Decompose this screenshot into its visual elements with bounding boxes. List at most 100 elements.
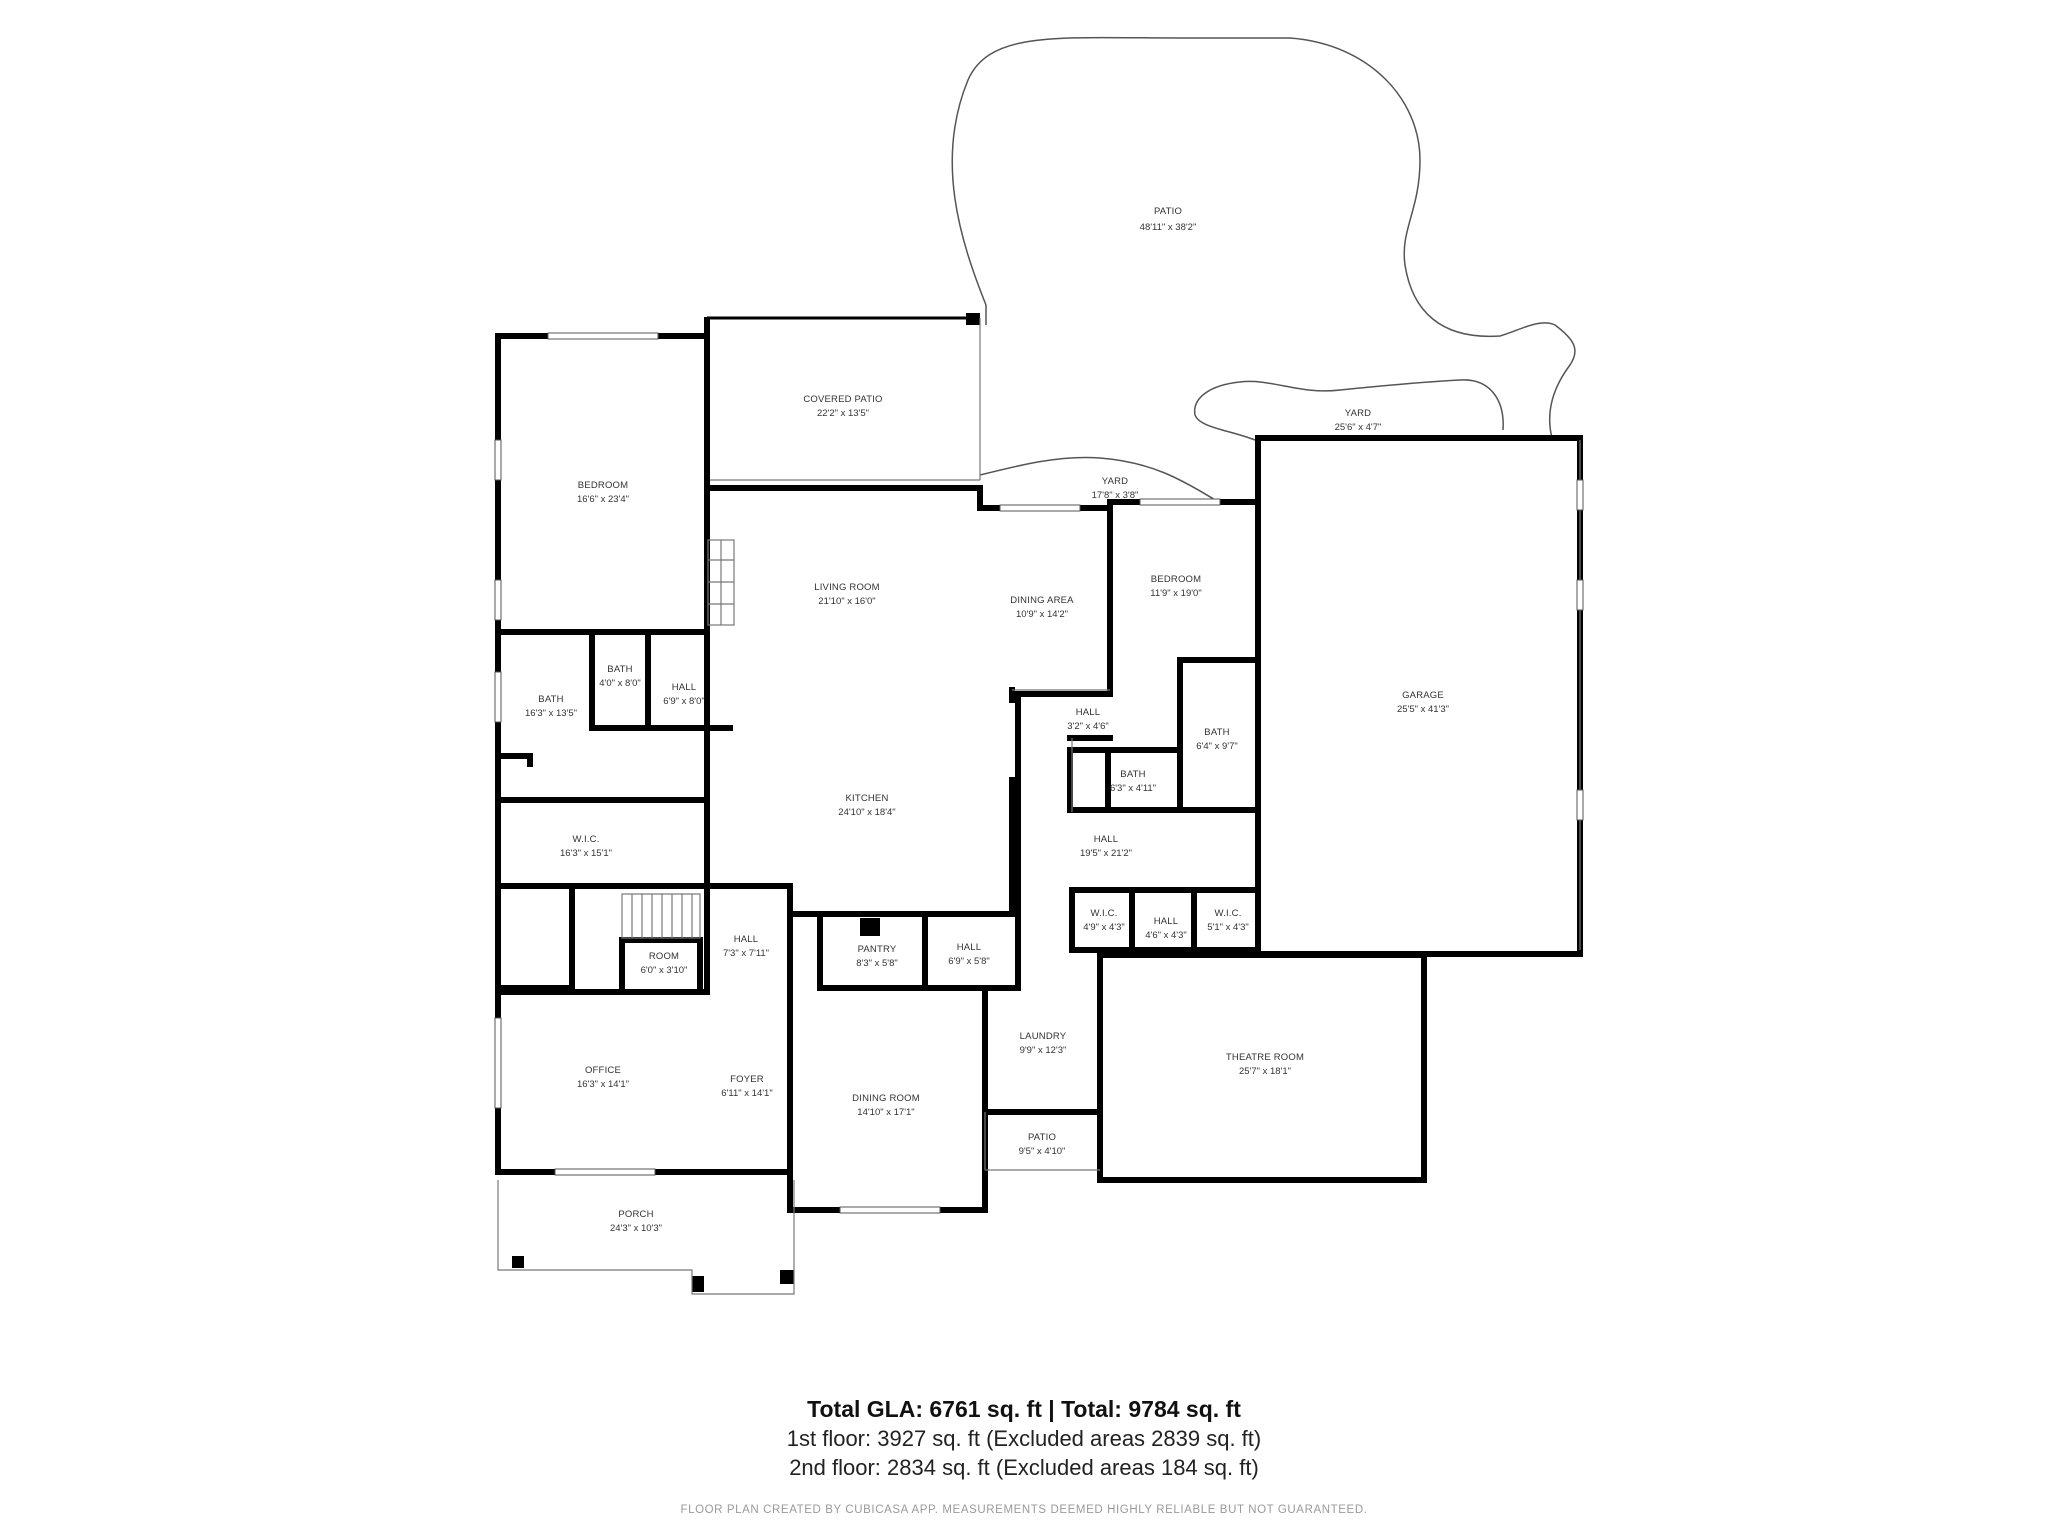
- room-label-bath-d: BATH 6'3" x 4'11": [1110, 769, 1156, 794]
- svg-text:6'3" x 4'11": 6'3" x 4'11": [1110, 783, 1156, 794]
- svg-text:ROOM: ROOM: [649, 951, 679, 962]
- svg-text:BATH: BATH: [1204, 727, 1229, 738]
- room-label-office: OFFICE 16'3" x 14'1": [577, 1065, 629, 1090]
- svg-text:11'9" x 19'0": 11'9" x 19'0": [1150, 588, 1201, 599]
- room-label-wic-b: W.I.C. 4'9" x 4'3": [1083, 908, 1125, 933]
- svg-text:BATH: BATH: [538, 694, 563, 705]
- room-label-covered-patio: COVERED PATIO 22'2" x 13'5": [803, 394, 882, 419]
- room-labels: PATIO 48'11" x 38'2" COVERED PATIO 22'2" x…: [525, 206, 1449, 1234]
- room-label-wic-a: W.I.C. 16'3" x 15'1": [560, 834, 612, 859]
- svg-text:W.I.C.: W.I.C.: [572, 834, 599, 845]
- room-label-hall-a: HALL 6'9" x 8'0": [663, 682, 705, 707]
- svg-text:25'6" x 4'7": 25'6" x 4'7": [1335, 422, 1382, 433]
- svg-text:HALL: HALL: [672, 682, 697, 693]
- svg-text:GARAGE: GARAGE: [1402, 690, 1444, 701]
- room-label-hall-d: HALL 4'6" x 4'3": [1145, 916, 1187, 941]
- yard-b-outline: [979, 456, 1221, 504]
- room-label-bath-b: BATH 4'0" x 8'0": [599, 664, 641, 689]
- room-label-hall-b: HALL 3'2" x 4'6": [1067, 707, 1109, 732]
- area-summary: Total GLA: 6761 sq. ft | Total: 9784 sq.…: [0, 1395, 2048, 1525]
- svg-text:HALL: HALL: [734, 934, 759, 945]
- fireplace: [707, 539, 735, 626]
- svg-text:3'2" x 4'6": 3'2" x 4'6": [1067, 721, 1109, 732]
- svg-text:10'9" x 14'2": 10'9" x 14'2": [1016, 609, 1068, 620]
- svg-text:BATH: BATH: [607, 664, 632, 675]
- svg-text:W.I.C.: W.I.C.: [1090, 908, 1117, 919]
- svg-text:16'3" x 14'1": 16'3" x 14'1": [577, 1079, 629, 1090]
- svg-text:KITCHEN: KITCHEN: [845, 793, 888, 804]
- room-label-patio-large: PATIO 48'11" x 38'2": [1140, 206, 1197, 233]
- room-label-bath-c: BATH 6'4" x 9'7": [1196, 727, 1238, 752]
- yard-a-outline: [1194, 379, 1504, 441]
- svg-text:HALL: HALL: [1154, 916, 1179, 927]
- svg-text:4'9" x 4'3": 4'9" x 4'3": [1083, 922, 1125, 933]
- first-floor-area: 1st floor: 3927 sq. ft (Excluded areas 2…: [786, 1426, 1262, 1451]
- svg-text:DINING ROOM: DINING ROOM: [852, 1093, 920, 1104]
- room-label-bath-a: BATH 16'3" x 13'5": [525, 694, 577, 719]
- svg-text:HALL: HALL: [1094, 834, 1119, 845]
- room-label-porch: PORCH 24'3" x 10'3": [610, 1209, 662, 1234]
- svg-text:25'5" x 41'3": 25'5" x 41'3": [1397, 704, 1449, 715]
- svg-text:6'9" x 5'8": 6'9" x 5'8": [948, 956, 990, 967]
- svg-text:PATIO: PATIO: [1154, 206, 1182, 217]
- room-label-hall-c: HALL 19'5" x 21'2": [1080, 834, 1132, 859]
- svg-text:YARD: YARD: [1345, 408, 1372, 419]
- room-label-hall-e: HALL 7'3" x 7'11": [723, 934, 769, 959]
- svg-text:THEATRE ROOM: THEATRE ROOM: [1226, 1052, 1304, 1063]
- svg-text:48'11" x 38'2": 48'11" x 38'2": [1140, 222, 1197, 233]
- light-lines: [497, 440, 1581, 1295]
- svg-text:16'6" x 23'4": 16'6" x 23'4": [577, 494, 629, 505]
- patio-outline: [951, 36, 1576, 439]
- svg-text:DINING AREA: DINING AREA: [1010, 595, 1074, 606]
- svg-text:BEDROOM: BEDROOM: [578, 480, 629, 491]
- svg-text:14'10" x 17'1": 14'10" x 17'1": [857, 1107, 914, 1118]
- svg-text:19'5" x 21'2": 19'5" x 21'2": [1080, 848, 1132, 859]
- svg-text:6'4" x 9'7": 6'4" x 9'7": [1196, 741, 1238, 752]
- room-label-yard-a: YARD 25'6" x 4'7": [1335, 408, 1382, 433]
- svg-text:4'6" x 4'3": 4'6" x 4'3": [1145, 930, 1187, 941]
- svg-text:16'3" x 13'5": 16'3" x 13'5": [525, 708, 577, 719]
- svg-text:6'11" x 14'1": 6'11" x 14'1": [721, 1088, 772, 1099]
- room-label-bedroom-west: BEDROOM 16'6" x 23'4": [577, 480, 629, 505]
- room-label-wic-c: W.I.C.5'1" x 4'3": [1207, 908, 1249, 933]
- svg-text:COVERED PATIO: COVERED PATIO: [803, 394, 882, 405]
- svg-text:24'3" x 10'3": 24'3" x 10'3": [610, 1223, 662, 1234]
- svg-text:FOYER: FOYER: [730, 1074, 764, 1085]
- svg-text:PANTRY: PANTRY: [858, 944, 897, 955]
- second-floor-area: 2nd floor: 2834 sq. ft (Excluded areas 1…: [789, 1455, 1259, 1480]
- svg-text:24'10" x 18'4": 24'10" x 18'4": [838, 807, 895, 818]
- room-label-dining-area: DINING AREA 10'9" x 14'2": [1010, 595, 1074, 620]
- svg-text:7'3" x 7'11": 7'3" x 7'11": [723, 948, 769, 959]
- svg-text:PORCH: PORCH: [618, 1209, 653, 1220]
- disclaimer: FLOOR PLAN CREATED BY CUBICASA APP. MEAS…: [680, 1504, 1368, 1516]
- svg-text:LIVING ROOM: LIVING ROOM: [814, 582, 880, 593]
- room-label-garage: GARAGE 25'5" x 41'3": [1397, 690, 1449, 715]
- room-label-living-room: LIVING ROOM 21'10" x 16'0": [814, 582, 880, 607]
- windows: [494, 332, 1584, 1214]
- room-label-theatre: THEATRE ROOM 25'7" x 18'1": [1226, 1052, 1304, 1077]
- svg-text:4'0" x 8'0": 4'0" x 8'0": [599, 678, 641, 689]
- svg-text:9'9" x 12'3": 9'9" x 12'3": [1020, 1045, 1067, 1056]
- svg-text:BATH: BATH: [1120, 769, 1145, 780]
- room-label-dining-room: DINING ROOM 14'10" x 17'1": [852, 1093, 920, 1118]
- svg-text:21'10" x 16'0": 21'10" x 16'0": [818, 596, 875, 607]
- svg-text:YARD: YARD: [1102, 476, 1129, 487]
- room-label-bedroom-east: BEDROOM 11'9" x 19'0": [1150, 574, 1201, 599]
- svg-text:W.I.C.: W.I.C.: [1214, 908, 1241, 919]
- room-label-foyer: FOYER 6'11" x 14'1": [721, 1074, 772, 1099]
- svg-text:22'2" x 13'5": 22'2" x 13'5": [817, 408, 869, 419]
- svg-text:16'3" x 15'1": 16'3" x 15'1": [560, 848, 612, 859]
- staircase: [621, 893, 701, 939]
- svg-text:BEDROOM: BEDROOM: [1151, 574, 1202, 585]
- svg-text:OFFICE: OFFICE: [585, 1065, 621, 1076]
- svg-text:6'9" x 8'0": 6'9" x 8'0": [663, 696, 705, 707]
- svg-text:LAUNDRY: LAUNDRY: [1020, 1031, 1067, 1042]
- svg-text:25'7" x 18'1": 25'7" x 18'1": [1239, 1066, 1291, 1077]
- svg-text:HALL: HALL: [1076, 707, 1101, 718]
